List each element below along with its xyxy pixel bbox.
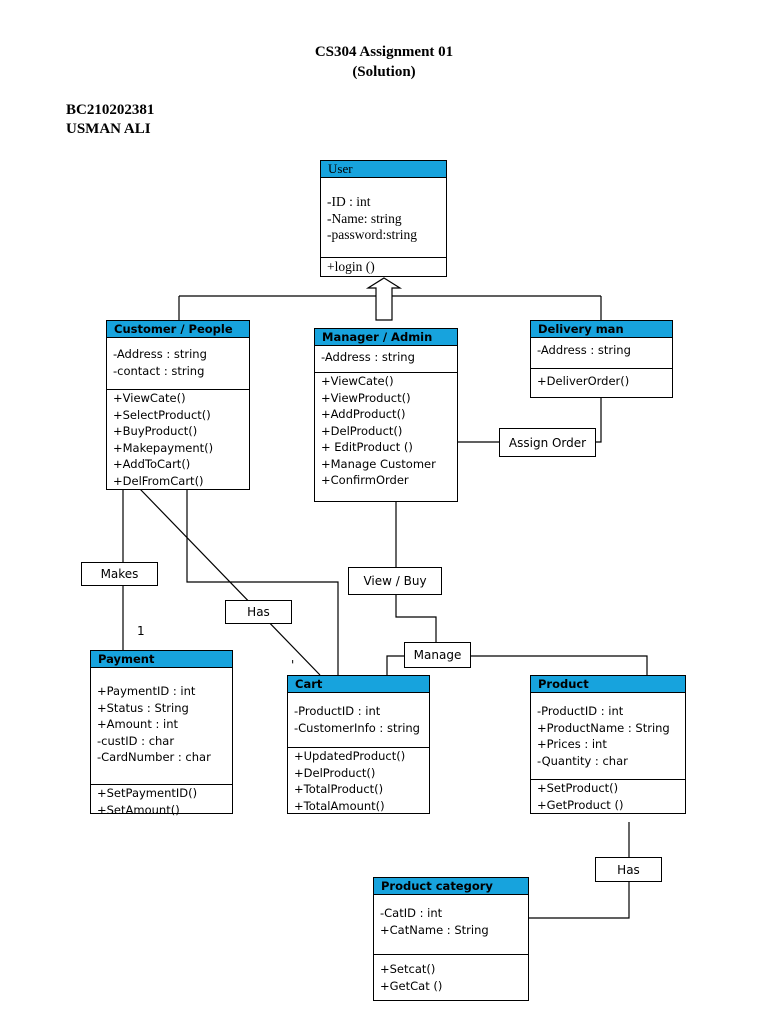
attribute: +Prices : int xyxy=(537,737,607,751)
class-cart-name: Cart xyxy=(288,676,429,693)
attribute: -ProductID : int xyxy=(537,704,624,718)
class-category-methods: +Setcat() +GetCat () xyxy=(374,955,528,997)
class-delivery-name: Delivery man xyxy=(531,321,672,338)
attribute: -ID : int xyxy=(327,194,371,209)
class-category-name: Product category xyxy=(374,878,528,895)
class-payment-attributes: +PaymentID : int +Status : String +Amoun… xyxy=(91,668,232,785)
method: +ViewCate() xyxy=(113,391,186,405)
attribute: +Amount : int xyxy=(97,717,179,731)
label-has-cart: Has xyxy=(225,600,292,624)
attribute: -CardNumber : char xyxy=(97,750,211,764)
multiplicity-cart: ' xyxy=(291,658,295,672)
assignment-title: CS304 Assignment 01 xyxy=(314,44,454,60)
inheritance-arrow xyxy=(365,277,403,321)
class-product-name: Product xyxy=(531,676,685,693)
method: +AddToCart() xyxy=(113,457,191,471)
method: +SetPaymentID() xyxy=(97,786,198,800)
method: +BuyProduct() xyxy=(113,424,198,438)
attribute: -custID : char xyxy=(97,733,175,748)
method: +login () xyxy=(327,259,375,274)
class-category-attributes: -CatID : int +CatName : String xyxy=(374,895,528,955)
class-customer-name: Customer / People xyxy=(107,321,249,338)
attribute: -CustomerInfo : string xyxy=(294,720,420,735)
method: +AddProduct() xyxy=(321,407,406,421)
method: +DelProduct() xyxy=(321,423,403,438)
has-category-line-bottom xyxy=(529,882,630,919)
attribute: -Name: string xyxy=(327,210,402,226)
class-manager: Manager / Admin -Address : string +ViewC… xyxy=(314,328,458,502)
class-product-methods: +SetProduct() +GetProduct () xyxy=(531,780,685,816)
class-cart-attributes: -ProductID : int -CustomerInfo : string xyxy=(288,693,429,748)
attribute: -ProductID : int xyxy=(294,704,381,718)
assign-order-line-right xyxy=(596,397,602,443)
class-delivery-methods: +DeliverOrder() xyxy=(531,369,672,393)
class-product-category: Product category -CatID : int +CatName :… xyxy=(373,877,529,1001)
class-product: Product -ProductID : int +ProductName : … xyxy=(530,675,686,814)
class-cart-methods: +UpdatedProduct() +DelProduct() +TotalPr… xyxy=(288,748,429,817)
method: +DelProduct() xyxy=(294,765,376,780)
attribute: -CatID : int xyxy=(380,906,443,920)
attribute: +PaymentID : int xyxy=(97,684,196,698)
class-user: User -ID : int -Name: string -password:s… xyxy=(320,160,447,277)
method: +Manage Customer xyxy=(321,456,436,471)
multiplicity-payment: 1 xyxy=(137,624,145,638)
method: +ViewCate() xyxy=(321,374,394,388)
class-user-attributes: -ID : int -Name: string -password:string xyxy=(321,178,446,258)
attribute: -Address : string xyxy=(537,343,631,357)
method: +TotalAmount() xyxy=(294,798,385,813)
class-customer: Customer / People -Address : string -con… xyxy=(106,320,250,490)
class-cart: Cart -ProductID : int -CustomerInfo : st… xyxy=(287,675,430,814)
method: +DeliverOrder() xyxy=(537,374,630,388)
class-user-name: User xyxy=(321,161,446,178)
method: +GetCat () xyxy=(380,978,443,993)
label-view-buy: View / Buy xyxy=(348,567,442,595)
attribute: +ProductName : String xyxy=(537,720,670,735)
class-product-attributes: -ProductID : int +ProductName : String +… xyxy=(531,693,685,780)
label-manage: Manage xyxy=(404,642,471,668)
assignment-subtitle: (Solution) xyxy=(352,64,416,80)
label-assign-order: Assign Order xyxy=(499,428,596,457)
manage-line-right xyxy=(471,655,648,675)
class-user-methods: +login () xyxy=(321,258,446,279)
class-manager-attributes: -Address : string xyxy=(315,346,457,373)
attribute: -Address : string xyxy=(113,347,207,361)
class-payment: Payment +PaymentID : int +Status : Strin… xyxy=(90,650,233,817)
label-has-category: Has xyxy=(595,857,662,882)
attribute: -Address : string xyxy=(321,350,415,364)
method: +ConfirmOrder xyxy=(321,473,409,487)
attribute: -password:string xyxy=(327,227,417,242)
class-payment-name: Payment xyxy=(91,651,232,668)
view-buy-line-bottom xyxy=(395,595,437,642)
attribute: +Status : String xyxy=(97,700,189,715)
class-customer-methods: +ViewCate() +SelectProduct() +BuyProduct… xyxy=(107,390,249,492)
method: +UpdatedProduct() xyxy=(294,749,406,763)
attribute: -contact : string xyxy=(113,363,205,378)
class-manager-name: Manager / Admin xyxy=(315,329,457,346)
class-delivery-attributes: -Address : string xyxy=(531,338,672,369)
method: +Setcat() xyxy=(380,962,436,976)
method: +SetAmount() xyxy=(97,802,180,817)
method: + EditProduct () xyxy=(321,440,413,454)
class-customer-attributes: -Address : string -contact : string xyxy=(107,338,249,390)
student-id: BC210202381 xyxy=(66,102,155,118)
class-payment-methods: +SetPaymentID() +SetAmount() xyxy=(91,785,232,821)
class-manager-methods: +ViewCate() +ViewProduct() +AddProduct()… xyxy=(315,373,457,492)
attribute: -Quantity : char xyxy=(537,753,628,768)
manage-line-left xyxy=(386,655,404,675)
method: +SetProduct() xyxy=(537,781,619,795)
student-name: USMAN ALI xyxy=(66,121,151,137)
has-elbow-line xyxy=(186,489,339,675)
method: +DelFromCart() xyxy=(113,473,204,488)
class-delivery: Delivery man -Address : string +DeliverO… xyxy=(530,320,673,398)
method: +GetProduct () xyxy=(537,797,624,812)
label-makes: Makes xyxy=(81,562,158,586)
method: +Makepayment() xyxy=(113,440,214,455)
method: +SelectProduct() xyxy=(113,407,211,422)
attribute: +CatName : String xyxy=(380,922,489,937)
method: +TotalProduct() xyxy=(294,782,384,796)
method: +ViewProduct() xyxy=(321,390,411,405)
